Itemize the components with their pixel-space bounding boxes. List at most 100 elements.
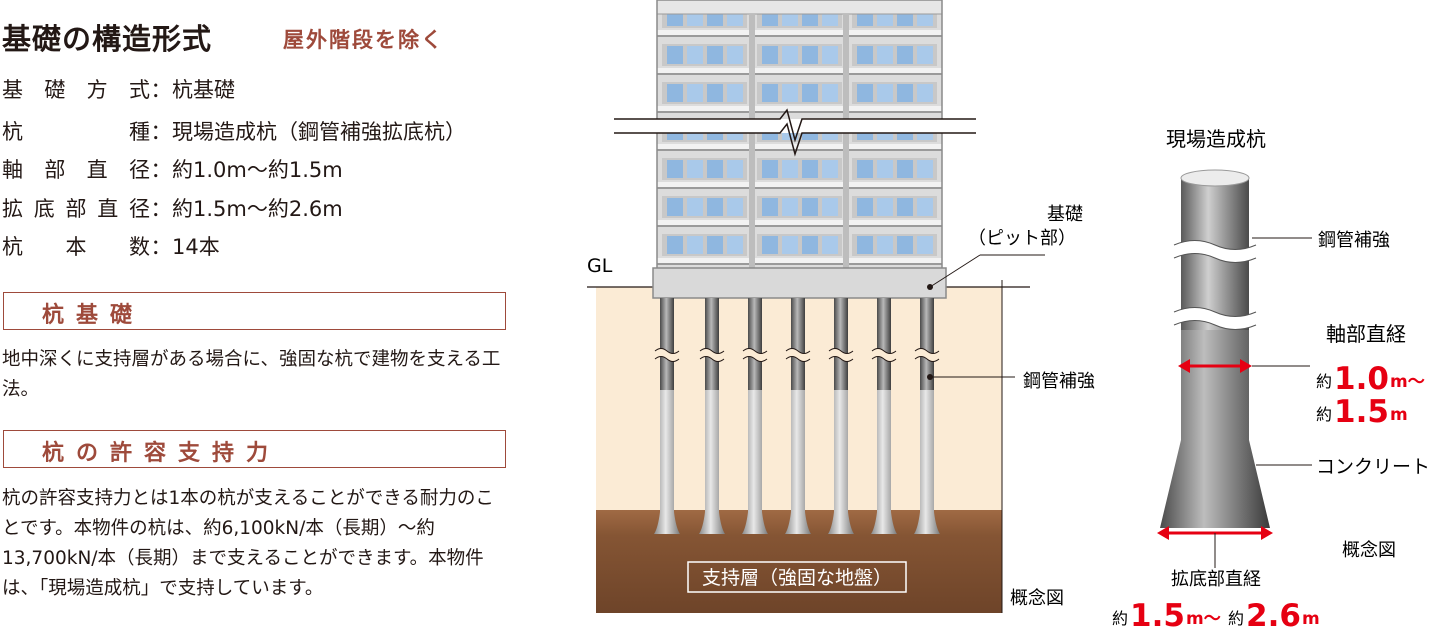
pile-break-line: [742, 348, 768, 354]
piles-group: [654, 298, 940, 534]
spec-colon: ：: [150, 235, 172, 259]
shaft-diameter-label: 軸部直経: [1326, 322, 1406, 346]
pile-break: [786, 348, 810, 362]
foundation-label: 基礎: [1047, 204, 1083, 225]
pile-concrete: [699, 390, 725, 534]
gl-label: GL: [587, 255, 613, 277]
page-subtitle: 屋外階段を除く: [283, 28, 444, 52]
building-column: [749, 14, 755, 270]
pile-break: [872, 348, 896, 362]
building-column: [843, 14, 849, 270]
concept-label: 概念図: [1010, 587, 1064, 609]
steel-pointer-dot: [927, 374, 933, 380]
base-unit: m～: [1186, 609, 1221, 629]
shaft-unit: m～: [1390, 372, 1425, 392]
pile-concrete: [742, 390, 768, 534]
foundation-label-sub: （ピット部）: [968, 228, 1076, 249]
text-panel: 基礎の構造形式 屋外階段を除く 基礎方式：杭基礎 杭種：現場造成杭（鋼管補強拡底…: [0, 0, 560, 631]
pile-title: 現場造成杭: [1166, 127, 1266, 151]
section-heading: 杭基礎: [42, 303, 145, 328]
break-line: [614, 108, 976, 143]
pile-concept-label: 概念図: [1342, 539, 1396, 561]
section-heading-box: 杭基礎: [3, 292, 506, 330]
pile-break: [1174, 240, 1256, 263]
pile-break: [829, 348, 853, 362]
pile-break-line: [699, 348, 725, 354]
pile-break-line: [914, 356, 940, 362]
bearing-label: 支持層（強固な地盤）: [702, 567, 892, 589]
spec-row: 杭本数：14本: [2, 231, 220, 261]
pile-steel: [705, 298, 719, 390]
pile-break-line: [742, 356, 768, 362]
spec-key: 基礎方式: [2, 78, 150, 102]
pile-break-line: [785, 356, 811, 362]
section-body: 杭の許容支持力とは1本の杭が支えることができる耐力のことです。本物件の杭は、約6…: [2, 488, 494, 599]
pile-concrete: [654, 390, 680, 534]
spec-key: 杭本数: [2, 235, 150, 259]
pile-break-line: [699, 356, 725, 362]
pile-break-line: [654, 348, 680, 354]
break-band: [614, 119, 976, 133]
pile-steel: [877, 298, 891, 390]
pile-break-line: [1173, 307, 1257, 317]
spec-value: 約1.0m～約1.5m: [172, 158, 343, 182]
pile-break: [915, 348, 939, 362]
pile-break-line: [828, 356, 854, 362]
shaft-arrowhead: [1240, 359, 1252, 373]
section-heading-box: 杭の許容支持力: [3, 430, 506, 468]
section-body: 地中深くに支持層がある場合に、強固な杭で建物を支える工法。: [2, 349, 501, 400]
pile-steel: [748, 298, 762, 390]
shaft-prefix: 約: [1316, 372, 1332, 391]
shaft-unit: m: [1390, 405, 1408, 425]
section-heading: 杭の許容支持力: [42, 441, 281, 466]
shaft-value-min: 1.0: [1334, 361, 1389, 397]
pile-steel: [791, 298, 805, 390]
spec-key: 拡底部直径: [2, 197, 150, 221]
concrete-label: コンクリート: [1316, 456, 1430, 478]
base-prefix: 約: [1112, 609, 1128, 628]
building-roof: [656, 0, 943, 15]
base-value-min: 1.5: [1130, 598, 1185, 631]
pile-break-line: [1173, 320, 1257, 330]
bearing-label-box: [687, 561, 907, 593]
pile-steel: [834, 298, 848, 390]
pile-break-line: [914, 348, 940, 354]
spec-value: 14本: [172, 235, 220, 259]
pile-break: [743, 348, 767, 362]
spec-colon: ：: [150, 158, 172, 182]
base-arrowhead: [1261, 526, 1273, 540]
spec-colon: ：: [150, 78, 172, 102]
base-unit: m: [1302, 609, 1320, 629]
pile-top: [1180, 169, 1250, 187]
page-title: 基礎の構造形式: [2, 22, 213, 56]
pile-steel-label: 鋼管補強: [1318, 230, 1390, 251]
pile-break-line: [1173, 240, 1257, 250]
pile-break-line: [654, 356, 680, 362]
spec-value: 約1.5m～約2.6m: [172, 197, 343, 221]
spec-key: 軸部直径: [2, 158, 150, 182]
pile-concrete: [914, 390, 940, 534]
pile-break-line: [871, 356, 897, 362]
foundation-pit: [652, 267, 947, 299]
spec-row: 拡底部直径：約1.5m～約2.6m: [2, 193, 343, 223]
base-prefix: 約: [1228, 609, 1244, 628]
spec-value: 現場造成杭（鋼管補強拡底杭）: [172, 120, 466, 144]
pile-break-line: [828, 348, 854, 354]
foundation-pointer: [929, 254, 981, 288]
spec-row: 杭種：現場造成杭（鋼管補強拡底杭）: [2, 116, 466, 146]
pile-break: [1174, 307, 1256, 330]
base-value-max: 2.6: [1246, 598, 1301, 631]
steel-label: 鋼管補強: [1023, 371, 1095, 392]
building: [657, 0, 942, 270]
pile-steel: [920, 298, 934, 390]
spec-value: 杭基礎: [172, 78, 235, 102]
spec-key: 杭種: [2, 120, 150, 144]
base-diameter-label: 拡底部直経: [1171, 569, 1261, 590]
shaft-value-max: 1.5: [1334, 394, 1389, 430]
spec-row: 基礎方式：杭基礎: [2, 74, 235, 104]
pile-steel: [660, 298, 674, 390]
pile-break: [655, 348, 679, 362]
base-arrowhead: [1157, 526, 1169, 540]
spec-colon: ：: [150, 197, 172, 221]
